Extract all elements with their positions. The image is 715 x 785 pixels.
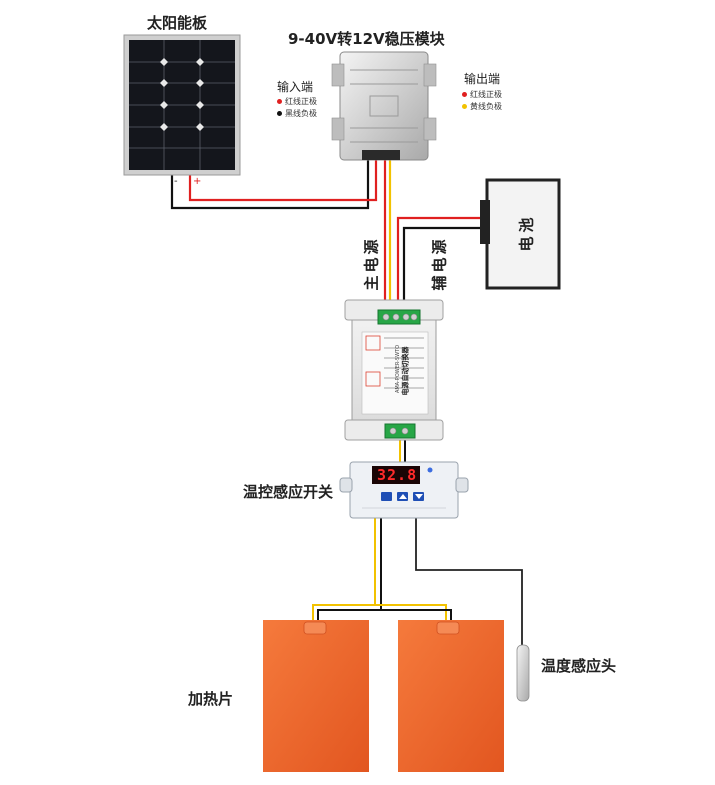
- switcher-title: 电源自动切换器: [401, 346, 410, 396]
- red-dot-icon: [462, 92, 467, 97]
- battery-label: 电池: [517, 213, 536, 252]
- regulator-input-label: 输入端: [277, 80, 314, 94]
- heater-label: 加热片: [188, 690, 234, 708]
- battery: [480, 178, 561, 290]
- wire-probe: [415, 518, 523, 648]
- yellow-dot-icon: [462, 104, 467, 109]
- probe-label: 温度感应头: [541, 657, 617, 675]
- heater-pad-right: [398, 620, 504, 772]
- regulator-input-pos: 红线正极: [277, 96, 317, 107]
- wire-aux-power: [396, 216, 487, 305]
- main-power-label: 主电源: [362, 236, 381, 291]
- temperature-probe: [516, 644, 530, 702]
- solar-minus-label: -: [174, 176, 178, 187]
- solar-panel: [123, 34, 241, 176]
- wire-switcher-to-thermostat: [399, 440, 406, 462]
- thermostat: [339, 461, 469, 519]
- red-dot-icon: [277, 99, 282, 104]
- thermostat-label: 温控感应开关: [243, 483, 334, 501]
- regulator-output-neg-text: 黄线负极: [470, 102, 502, 111]
- thermostat-display: 32.8: [377, 466, 418, 484]
- power-switcher: [344, 299, 444, 441]
- regulator-module: [331, 51, 437, 161]
- solar-plus-label: +: [193, 176, 202, 187]
- wire-thermostat-to-heaters: [312, 518, 452, 625]
- regulator-output-neg: 黄线负极: [462, 101, 502, 112]
- regulator-input-pos-text: 红线正极: [285, 97, 317, 106]
- solar-panel-label: 太阳能板: [147, 14, 208, 32]
- regulator-input-neg: 黑线负极: [277, 108, 317, 119]
- regulator-output-pos-text: 红线正极: [470, 90, 502, 99]
- regulator-title: 9-40V转12V稳压模块: [288, 30, 445, 48]
- switcher-model: AMA-POWER-SWTO: [395, 344, 402, 394]
- heater-pad-left: [263, 620, 369, 772]
- wire-main-power: [383, 160, 392, 305]
- regulator-output-label: 输出端: [464, 72, 501, 86]
- aux-power-label: 辅电源: [430, 236, 449, 291]
- black-dot-icon: [277, 111, 282, 116]
- wire-solar-to-regulator: [170, 160, 378, 210]
- regulator-output-pos: 红线正极: [462, 89, 502, 100]
- regulator-input-neg-text: 黑线负极: [285, 109, 317, 118]
